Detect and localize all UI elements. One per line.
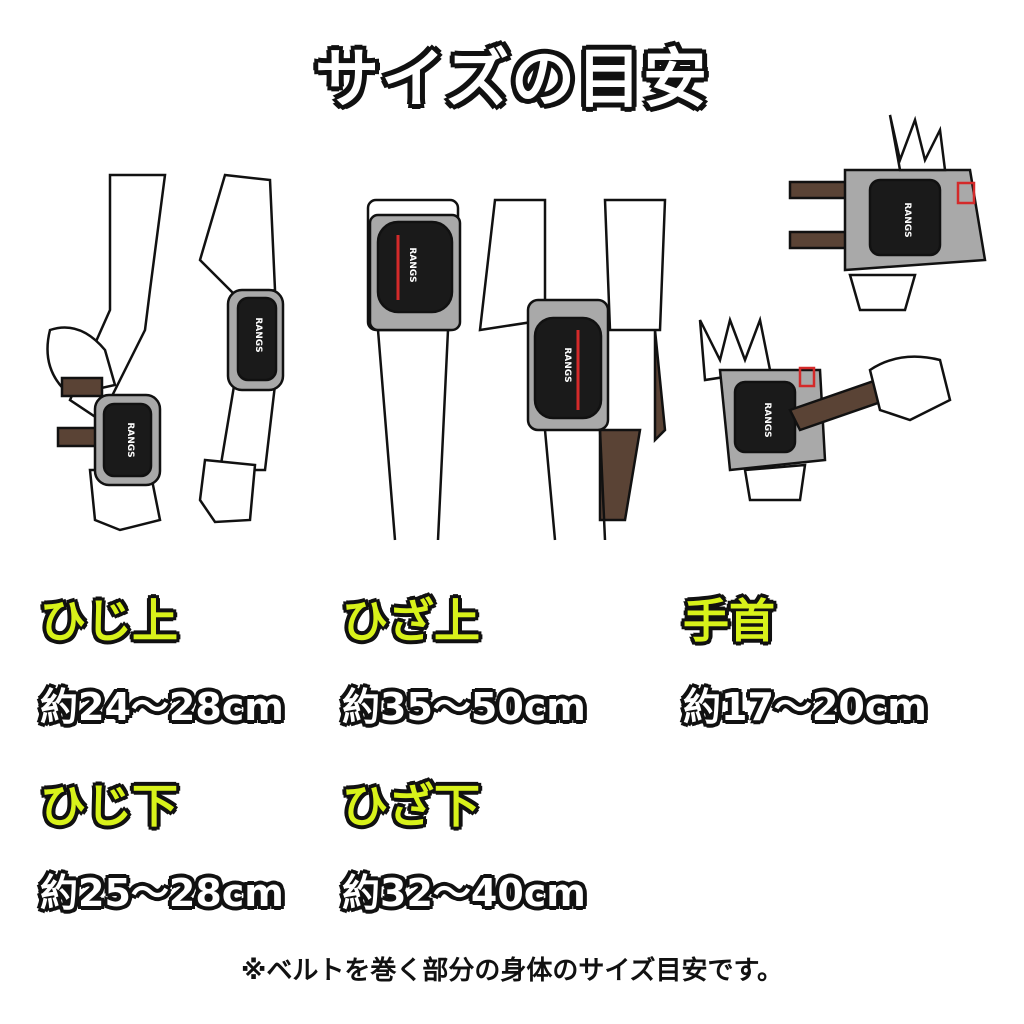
size-range-wrist: 約17～20cm <box>683 685 927 729</box>
size-label-elbow-lower: ひじ下 <box>40 779 178 833</box>
size-label-elbow-upper: ひじ上 <box>40 594 178 648</box>
knee-illustration-front: RANGS <box>366 198 462 541</box>
size-label-knee-lower: ひざ下 <box>342 779 480 833</box>
size-range-knee-upper: 約35～50cm <box>342 685 586 729</box>
svg-text:RANGS: RANGS <box>902 202 912 237</box>
size-range-elbow-lower: 約25～28cm <box>40 871 284 915</box>
knee-illustration-strap: RANGS <box>478 198 667 541</box>
elbow-illustration-done: RANGS <box>198 173 285 524</box>
size-label-wrist: 手首 <box>683 594 775 648</box>
svg-text:RANGS: RANGS <box>253 317 263 352</box>
elbow-illustration-wrapping: RANGS <box>46 173 167 532</box>
size-range-knee-lower: 約32～40cm <box>342 871 586 915</box>
svg-text:RANGS: RANGS <box>407 247 417 282</box>
wrist-illustration-pulling: RANGS <box>698 315 952 502</box>
wrist-illustration-top: RANGS <box>788 114 987 312</box>
illustrations: RANGS RANGS RANGS RANGS RANGS <box>46 114 987 541</box>
page-title: サイズの目安 <box>314 43 710 117</box>
size-range-elbow-upper: 約24～28cm <box>40 685 284 729</box>
brand-logo-1: RANGS <box>125 422 135 457</box>
svg-text:RANGS: RANGS <box>562 347 572 382</box>
footnote: ※ベルトを巻く部分の身体のサイズ目安です。 <box>241 956 783 986</box>
size-label-knee-upper: ひざ上 <box>342 594 480 648</box>
svg-text:RANGS: RANGS <box>762 402 772 437</box>
